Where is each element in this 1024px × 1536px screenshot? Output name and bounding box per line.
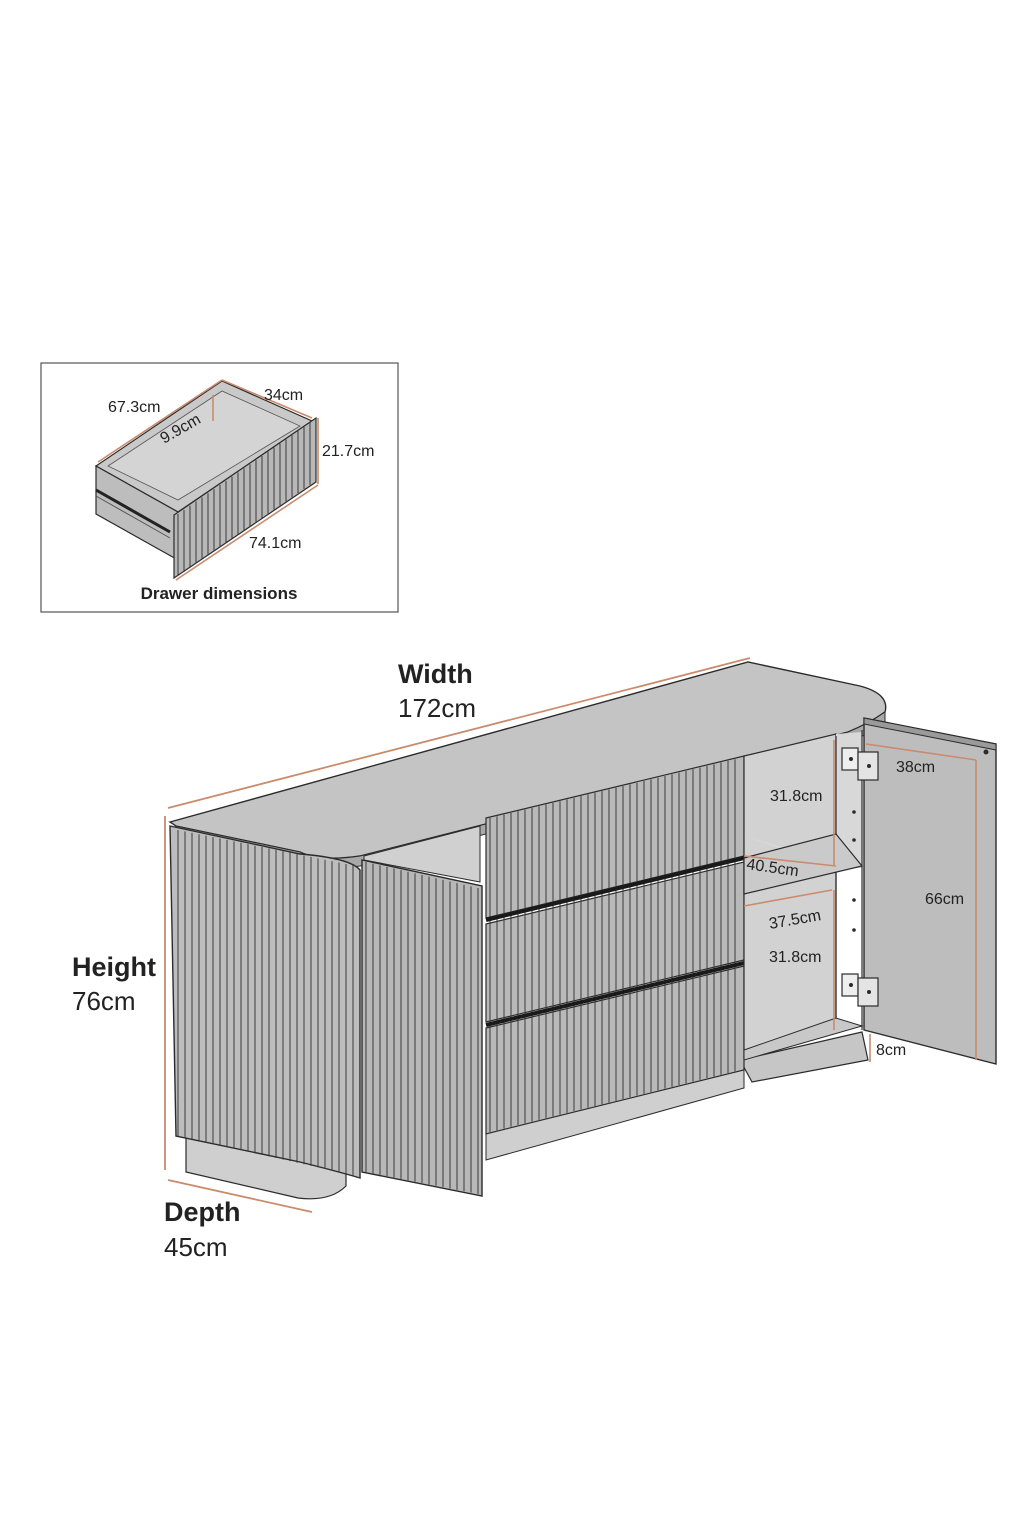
drawer-front-flutes [177,422,311,576]
hinge-lower [841,973,879,1007]
plinth-label: 8cm [876,1042,906,1059]
left-door-flutes [365,862,479,1194]
cabinet-shelf [743,833,864,895]
dim-line-depth [221,379,313,419]
dim-line-lower-depth [743,889,833,907]
left-cavity-top [363,825,481,883]
drawer-stack-flutes [489,759,736,1132]
drawer-runner [95,488,171,534]
drawer-front-width-label: 74.1cm [249,535,301,552]
depth-value: 45cm [164,1232,228,1262]
depth-label: Depth [164,1197,241,1227]
drawer-stack [485,755,745,1161]
right-cabinet [743,730,864,1061]
plinth-left [185,1137,347,1200]
dim-line-width [167,657,751,809]
height-value: 76cm [72,986,136,1016]
sideboard: Width 172cm Height 76cm Depth 45cm 31.8c… [72,657,997,1262]
dim-line-door-width [865,743,977,761]
drawer-interior [107,390,301,501]
width-label: Width [398,659,473,689]
width-value: 172cm [398,693,476,723]
height-label: Height [72,952,156,982]
drawer-front-height-label: 21.7cm [322,443,374,460]
drawer-depth-label: 34cm [264,387,303,404]
cabinet-floor [743,1017,864,1061]
drawer-inset: 67.3cm 34cm 9.9cm 21.7cm 74.1cm Drawer d… [40,362,399,613]
lower-height-label: 31.8cm [769,949,821,966]
upper-height-label: 31.8cm [770,788,822,805]
drawer-length-label: 67.3cm [108,399,160,416]
hinge-upper [841,747,879,781]
drawer-base [485,1069,745,1161]
door-width-label: 38cm [896,759,935,776]
left-panel-flutes [177,830,354,1176]
dim-line-depth [167,1179,313,1213]
plinth-right [739,1031,869,1083]
dim-line-front-width [175,484,319,581]
door-height-label: 66cm [925,891,964,908]
dim-line-length [97,379,223,463]
cabinet-back [743,733,837,1059]
drawer-caption: Drawer dimensions [141,584,298,603]
dim-line-shelf-depth [743,855,837,867]
